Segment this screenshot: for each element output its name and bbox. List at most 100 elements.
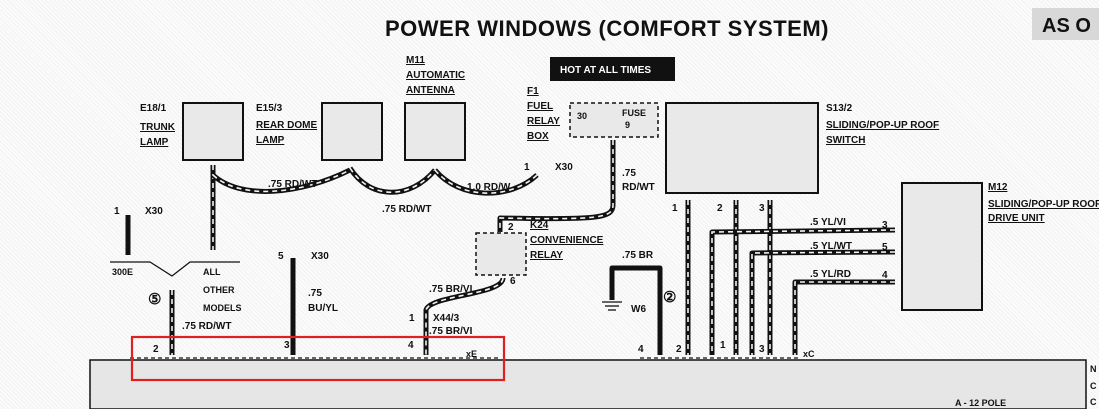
svg-text:4: 4 [638,344,644,355]
wire-label-ylvi: .5 YL/VI [810,217,846,228]
wire-group [125,140,896,355]
hot-badge-label: HOT AT ALL TIMES [560,65,651,76]
svg-text:30: 30 [577,111,587,121]
roof-switch-box [665,102,819,194]
svg-text:1: 1 [524,162,530,173]
rear-dome-lamp-box [321,102,383,161]
svg-text:1: 1 [409,313,415,324]
svg-text:M12: M12 [988,182,1008,193]
svg-text:BOX: BOX [527,131,549,142]
svg-text:ANTENNA: ANTENNA [406,85,455,96]
svg-text:3: 3 [759,344,765,355]
svg-text:TRUNK: TRUNK [140,122,176,133]
connector-x30-a: X30 [145,206,163,217]
wire-label-br: .75 BR [622,250,654,261]
svg-text:SWITCH: SWITCH [826,135,865,146]
note-2: ② [663,289,676,306]
connector-x44: X44/3 [433,313,460,324]
wire-label-buyl-1: .75 [308,288,322,299]
wire-yl-rd [792,279,895,355]
edge-letter-2: C [1090,397,1097,407]
branch-bracket [110,261,240,277]
svg-text:5: 5 [278,251,284,262]
branch-all: ALL [203,267,221,277]
label-k24: K24 CONVENIENCE RELAY [530,220,604,261]
svg-text:SLIDING/POP-UP ROOF: SLIDING/POP-UP ROOF [826,120,939,131]
svg-text:6: 6 [510,276,516,287]
wire-label-f1-out-2: RD/WT [622,182,655,193]
svg-text:FUEL: FUEL [527,101,553,112]
edge-letter-1: C [1090,381,1097,391]
wire-label-ylrd: .5 YL/RD [810,269,851,280]
svg-text:2: 2 [676,344,682,355]
wire-label-rdw: 1.0 RD/W [467,182,511,193]
label-f1: F1 FUEL RELAY BOX 30 FUSE 9 [527,86,646,142]
label-e18: E18/1 TRUNK LAMP [140,103,176,148]
svg-text:AUTOMATIC: AUTOMATIC [406,70,465,81]
wire-label-rdwt-3: .75 RD/WT [182,321,231,332]
wire-ground-w6 [609,265,663,355]
control-module [89,359,1087,409]
wire-yl-wt [749,249,896,355]
svg-text:2: 2 [717,203,723,214]
connector-xc: xC [803,349,815,359]
svg-text:2: 2 [153,344,159,355]
wire-label-brvi: .75 BR/VI [429,284,473,295]
fuel-relay-box [569,102,659,138]
svg-text:E18/1: E18/1 [140,103,167,114]
svg-text:RELAY: RELAY [530,250,563,261]
svg-text:F1: F1 [527,86,539,97]
svg-text:1: 1 [114,206,120,217]
note-5: ⑤ [148,291,161,308]
svg-text:1: 1 [720,340,726,351]
svg-text:5: 5 [882,242,888,253]
svg-text:1: 1 [672,203,678,214]
svg-text:K24: K24 [530,220,549,231]
wire-label-ylwt: .5 YL/WT [810,241,852,252]
svg-text:SLIDING/POP-UP ROOF: SLIDING/POP-UP ROOF [988,199,1099,210]
svg-text:E15/3: E15/3 [256,103,283,114]
wire-label-rdwt-1: .75 RD/WT [268,179,317,190]
svg-text:RELAY: RELAY [527,116,560,127]
branch-models: MODELS [203,303,242,313]
svg-text:REAR DOME: REAR DOME [256,120,317,131]
label-m11: M11 AUTOMATIC ANTENNA [406,55,465,96]
ground-symbol [602,301,622,311]
module-label: A - 12 POLE [955,398,1006,408]
connector-xe: xE [466,349,477,359]
svg-text:9: 9 [625,120,630,130]
branch-300e: 300E [112,267,133,277]
wire-dome-antenna [347,166,437,195]
svg-text:S13/2: S13/2 [826,103,853,114]
diagram-title: POWER WINDOWS (COMFORT SYSTEM) [385,16,829,41]
wire-yl-vi [709,227,896,355]
hot-badge [550,57,675,81]
svg-text:3: 3 [284,340,290,351]
label-e15: E15/3 REAR DOME LAMP [256,103,317,146]
trunk-lamp-box [182,102,244,161]
wire-label-buyl-2: BU/YL [308,303,338,314]
as-of-label: AS O [1042,15,1091,37]
roof-drive-box [901,182,983,311]
svg-text:3: 3 [759,203,765,214]
branch-other: OTHER [203,285,235,295]
convenience-relay-box [475,232,527,276]
antenna-box [404,102,466,161]
svg-text:M11: M11 [406,55,425,66]
wire-label-rdwt-2: .75 RD/WT [382,204,431,215]
svg-text:4: 4 [882,270,888,281]
svg-text:DRIVE UNIT: DRIVE UNIT [988,213,1045,224]
label-s13: S13/2 SLIDING/POP-UP ROOF SWITCH [826,103,939,146]
wire-label-brvi-2: .75 BR/VI [429,326,473,337]
connector-x30-c: X30 [311,251,329,262]
svg-text:2: 2 [508,222,514,233]
svg-text:LAMP: LAMP [140,137,169,148]
connector-w6: W6 [631,304,646,315]
svg-text:4: 4 [408,340,414,351]
svg-text:CONVENIENCE: CONVENIENCE [530,235,604,246]
connector-x30-b: X30 [555,162,573,173]
as-of-tab [1032,8,1099,40]
wire-label-f1-out-1: .75 [622,168,636,179]
